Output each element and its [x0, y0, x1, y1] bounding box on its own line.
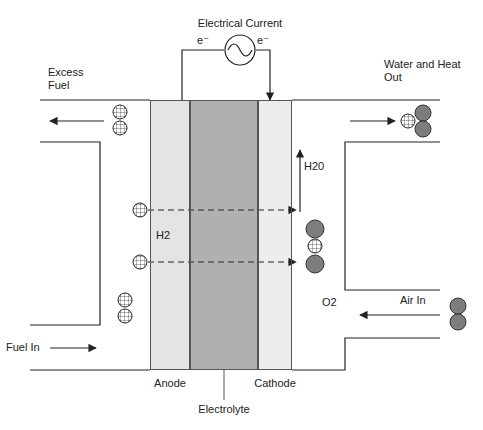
flow-label: Air In — [400, 294, 426, 307]
electron-label: e⁻ — [256, 34, 270, 47]
circuit-wire — [182, 50, 224, 100]
flow-label: O2 — [322, 296, 337, 309]
part-name: Anode — [154, 377, 186, 390]
part-name: Electrolyte — [198, 403, 249, 416]
leader-lines — [224, 370, 225, 400]
flow-label: Excess Fuel — [48, 66, 98, 92]
proton-arrows — [148, 210, 296, 262]
anode-fill — [150, 100, 190, 370]
part-name: Cathode — [254, 377, 296, 390]
electron-label: e⁻ — [196, 34, 210, 47]
flow-label: Fuel In — [6, 341, 40, 354]
flow-label: Water and Heat Out — [384, 58, 479, 84]
ac-symbol — [224, 34, 256, 66]
oxygen-atoms — [306, 105, 466, 330]
hydrogen-atoms — [113, 105, 415, 323]
electrolyte-fill — [190, 100, 258, 370]
electrolyte-layer: Electrolyte — [190, 100, 258, 370]
flow-label: H20 — [304, 160, 324, 173]
chamber-walls — [30, 100, 440, 370]
flow-arrows — [50, 121, 440, 348]
circuit-wire — [256, 50, 270, 100]
cathode-fill — [258, 100, 292, 370]
flow-label: H2 — [156, 229, 170, 242]
current-source-symbol: Electrical Current — [224, 34, 256, 66]
component-label: Electrical Current — [198, 17, 282, 30]
cathode-plate: Cathode — [258, 100, 292, 370]
